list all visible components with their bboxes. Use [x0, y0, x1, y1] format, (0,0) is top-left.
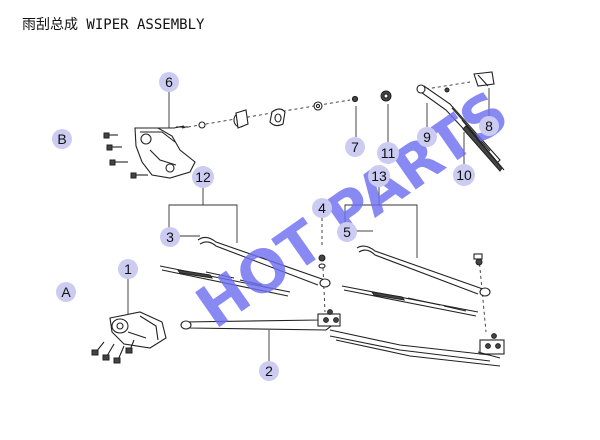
wiper-pivot-bracket: [134, 121, 206, 179]
wiper-linkage: [180, 309, 505, 367]
callout-6-label: 6: [165, 74, 173, 90]
callout-13-label: 13: [371, 168, 387, 184]
arm-cap: [473, 71, 495, 87]
callout-11-label: 11: [381, 145, 396, 161]
right-pivot-mount: [479, 333, 505, 355]
callout-2: 2: [259, 361, 279, 381]
mounting-screws-a: [91, 339, 135, 364]
right-wiper-arm: [356, 245, 491, 297]
callout-3-label: 3: [166, 229, 174, 245]
callout-13: 13: [368, 165, 390, 187]
left-pivot-mount: [317, 309, 341, 327]
callout-A-label: A: [61, 284, 71, 300]
callout-10: 10: [453, 164, 475, 186]
diagram-title: 雨刮总成 WIPER ASSEMBLY: [22, 17, 205, 33]
callout-B-label: B: [57, 131, 66, 147]
callout-8: 8: [479, 116, 499, 136]
right-wiper-blade: [341, 285, 479, 317]
callout-4-label: 4: [318, 200, 326, 216]
callout-12: 12: [192, 166, 214, 188]
callout-8-label: 8: [485, 118, 493, 134]
callout-3: 3: [160, 227, 180, 247]
callout-A: A: [56, 282, 76, 302]
callout-9-label: 9: [423, 129, 431, 145]
callout-4: 4: [312, 198, 332, 218]
callout-12-label: 12: [195, 169, 211, 185]
callout-11: 11: [377, 142, 399, 164]
left-wiper-blade: [159, 265, 291, 297]
callout-7-label: 7: [351, 139, 359, 155]
callout-9: 9: [417, 127, 437, 147]
callout-5-label: 5: [343, 224, 351, 240]
callout-5: 5: [337, 222, 357, 242]
callout-6: 6: [159, 72, 179, 92]
callout-10-label: 10: [456, 167, 472, 183]
pivot-hardware-row: [233, 90, 392, 129]
callout-1: 1: [118, 259, 138, 279]
mounting-screws-b: [103, 132, 148, 179]
callout-1-label: 1: [124, 261, 132, 277]
rear-wiper-arm-and-blade: [416, 84, 505, 172]
callout-2-label: 2: [265, 363, 273, 379]
left-wiper-arm: [197, 236, 331, 288]
callout-B: B: [52, 129, 72, 149]
wiper-motor: [109, 311, 167, 349]
callout-7: 7: [345, 137, 365, 157]
